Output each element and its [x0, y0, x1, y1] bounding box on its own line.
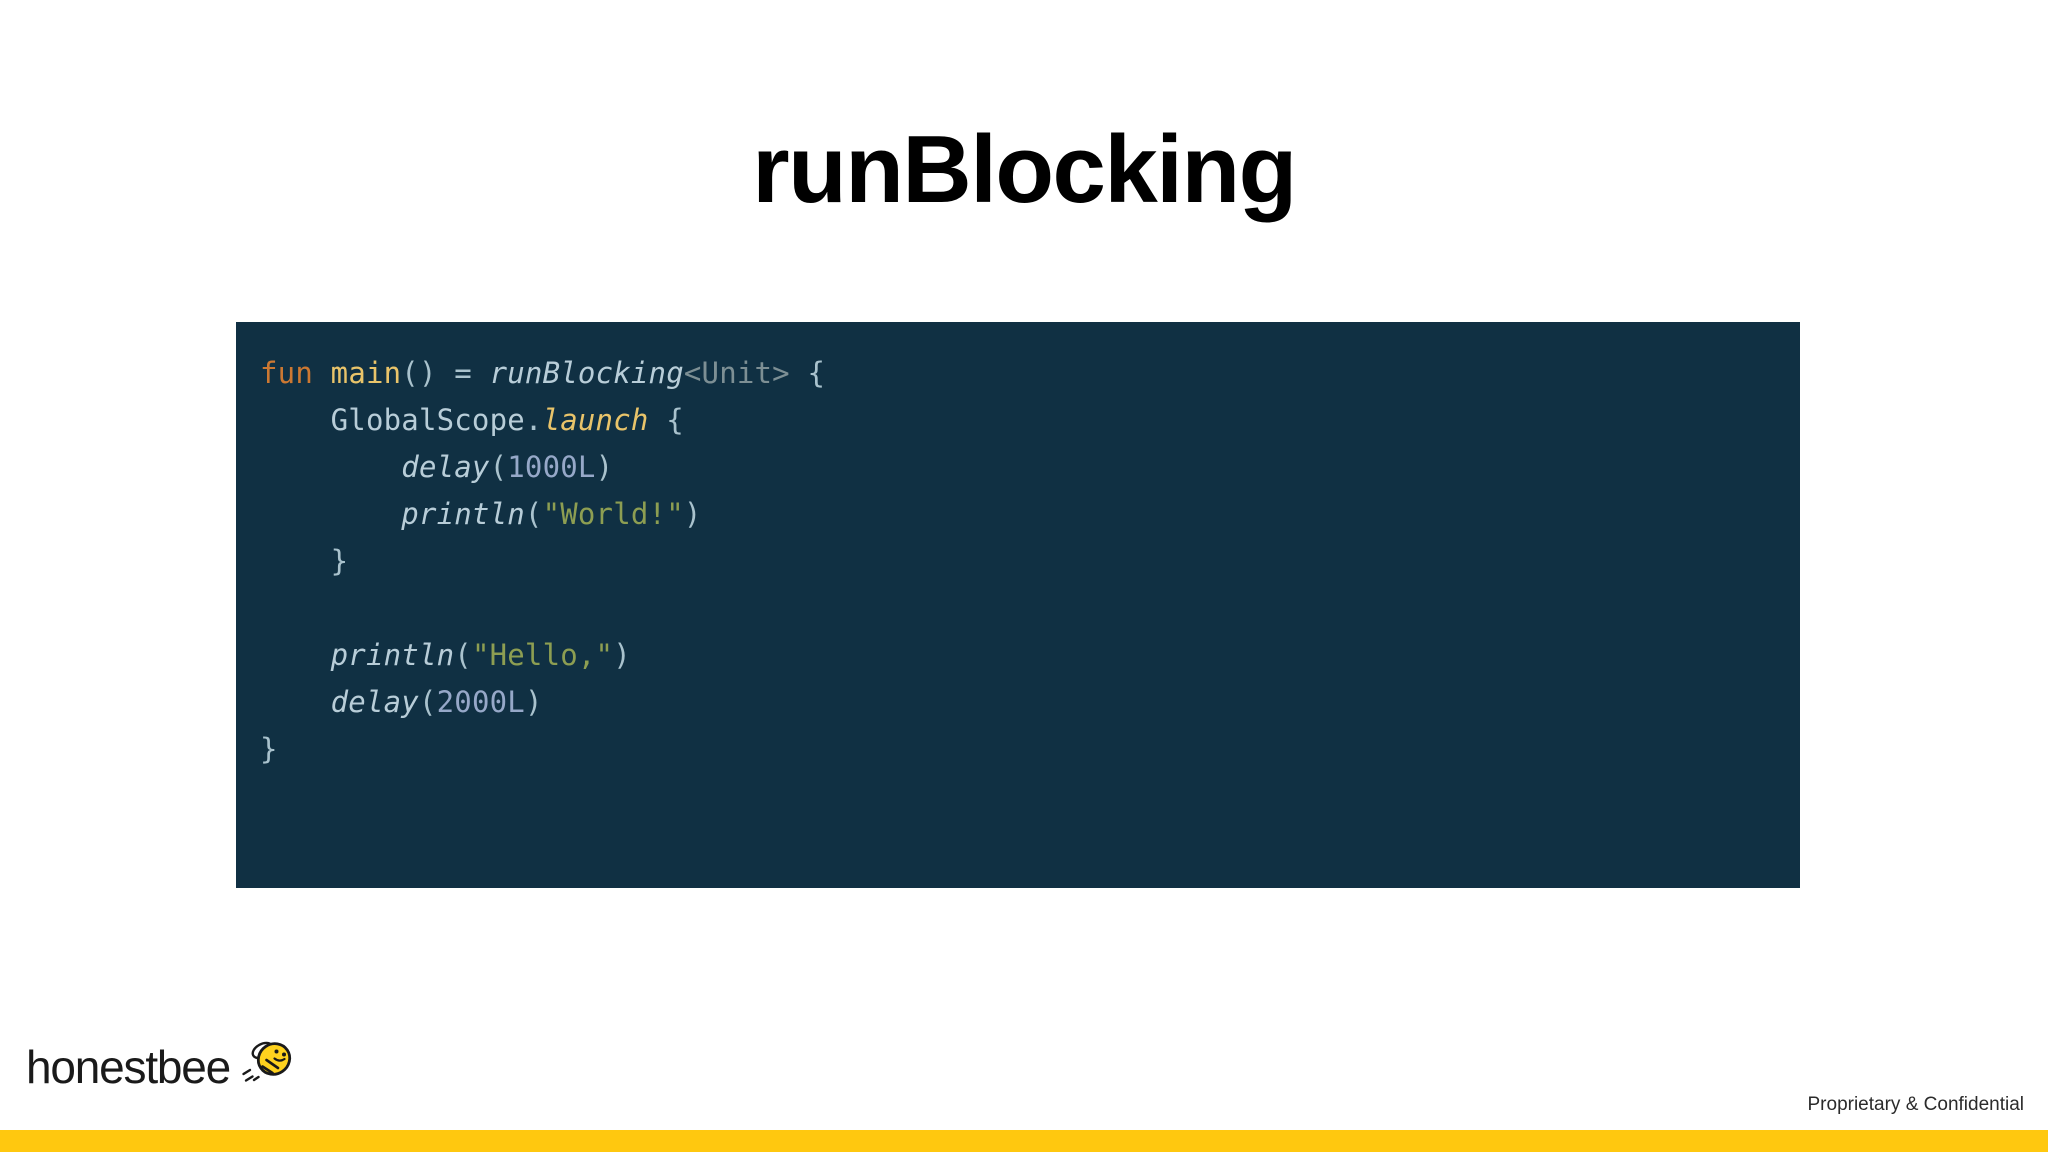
code-token: launch	[542, 403, 649, 437]
bee-mascot-icon	[240, 1035, 296, 1092]
code-token: GlobalScope	[330, 403, 525, 437]
code-token: (	[418, 685, 437, 719]
code-token: }	[260, 544, 349, 578]
code-token: (	[524, 497, 543, 531]
code-block: fun main() = runBlocking<Unit> { GlobalS…	[236, 322, 1800, 888]
page-title: runBlocking	[752, 116, 1297, 223]
code-line: }	[260, 538, 1800, 585]
code-token	[313, 356, 331, 390]
code-token: runBlocking	[489, 356, 684, 390]
code-token: delay	[401, 450, 490, 484]
code-line: }	[260, 726, 1800, 773]
code-token: println	[330, 638, 455, 672]
code-lines: fun main() = runBlocking<Unit> { GlobalS…	[260, 350, 1800, 773]
code-token: (	[489, 450, 508, 484]
code-line: delay(1000L)	[260, 444, 1800, 491]
code-token: main	[330, 356, 402, 390]
code-token: )	[613, 638, 631, 672]
code-token: )	[524, 685, 543, 719]
confidentiality-note: Proprietary & Confidential	[1807, 1094, 2025, 1115]
code-line: GlobalScope.launch {	[260, 397, 1800, 444]
code-token: () =	[401, 356, 490, 390]
brand-logo: honestbee	[26, 1035, 296, 1098]
bottom-accent-bar	[0, 1130, 2048, 1152]
code-token: .	[524, 403, 543, 437]
code-token	[260, 497, 401, 531]
code-token: )	[595, 450, 614, 484]
code-token: }	[260, 732, 278, 766]
code-token	[260, 638, 331, 672]
brand-wordmark: honestbee	[26, 1040, 231, 1093]
code-token	[260, 450, 401, 484]
code-token: 2000L	[436, 685, 525, 719]
code-content: fun main() = runBlocking<Unit> { GlobalS…	[260, 350, 1800, 773]
code-token: )	[683, 497, 702, 531]
code-token: "World!"	[542, 497, 684, 531]
code-token: delay	[330, 685, 419, 719]
code-line: fun main() = runBlocking<Unit> {	[260, 350, 1800, 397]
code-token: 1000L	[507, 450, 596, 484]
code-token: {	[789, 356, 826, 390]
code-line: println("World!")	[260, 491, 1800, 538]
code-token: (	[454, 638, 472, 672]
code-token	[260, 403, 331, 437]
code-token: {	[648, 403, 684, 437]
code-token: <Unit>	[683, 356, 790, 390]
code-line	[260, 585, 1800, 632]
code-token	[260, 685, 331, 719]
code-token: "Hello,"	[471, 638, 614, 672]
code-line: delay(2000L)	[260, 679, 1800, 726]
code-line: println("Hello,")	[260, 632, 1800, 679]
code-token: fun	[260, 356, 313, 390]
code-token: println	[401, 497, 525, 531]
